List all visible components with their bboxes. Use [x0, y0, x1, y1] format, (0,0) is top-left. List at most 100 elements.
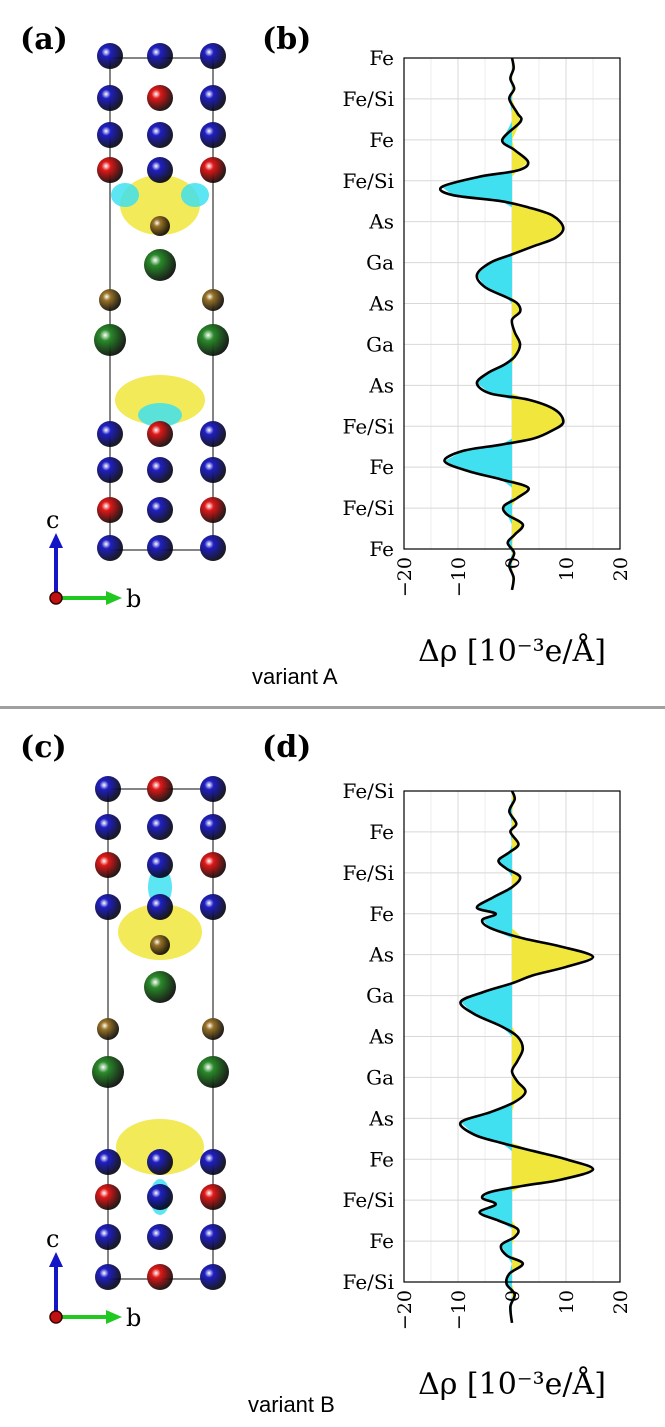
ga-atom — [92, 1056, 124, 1088]
y-tick-label: Fe/Si — [343, 169, 394, 193]
ga-atom — [197, 324, 229, 356]
fe-atom — [95, 776, 121, 802]
charge-blob-positive — [120, 175, 200, 235]
fe-atom — [200, 122, 226, 148]
fe-atom — [95, 1149, 121, 1175]
plot-frame — [403, 790, 621, 1283]
fe-atom — [147, 535, 173, 561]
plot-frame — [403, 57, 621, 550]
as-atom — [150, 935, 170, 955]
fe-atom — [200, 421, 226, 447]
fe-atom — [147, 497, 173, 523]
fe-atom — [95, 1224, 121, 1250]
charge-blob-negative — [181, 183, 209, 207]
si-atom — [97, 497, 123, 523]
variant-label-a: variant A — [252, 664, 338, 689]
negative-area — [441, 58, 512, 590]
y-tick-label: Fe — [369, 902, 394, 926]
as-atom — [202, 1018, 224, 1040]
y-tick-label: Ga — [366, 251, 394, 275]
charge-density-curve — [438, 57, 565, 591]
fe-atom — [200, 776, 226, 802]
x-tick-label: 0 — [502, 1290, 524, 1302]
x-tick-label: −20 — [394, 557, 416, 597]
fe-atom — [147, 157, 173, 183]
si-atom — [95, 1184, 121, 1210]
fe-atom — [200, 457, 226, 483]
crystal-structure-c: cb — [46, 776, 229, 1332]
fe-atom — [97, 457, 123, 483]
b-axis-arrowhead-top — [106, 591, 122, 605]
y-tick-label: Fe/Si — [343, 496, 394, 520]
crystal-structure-a: cb — [46, 43, 229, 613]
b-axis-label-top: b — [126, 585, 141, 613]
x-tick-label: 20 — [610, 557, 632, 581]
charge-blob-negative — [138, 403, 182, 427]
y-tick-label: As — [368, 1025, 394, 1049]
fe-atom — [147, 1224, 173, 1250]
y-tick-label: Fe — [369, 1147, 394, 1171]
fe-atom — [147, 1149, 173, 1175]
si-atom — [200, 1184, 226, 1210]
si-atom — [200, 157, 226, 183]
panel-label-a: (a) — [20, 22, 68, 57]
y-tick-label: Ga — [366, 1065, 394, 1089]
panel-label-d: (d) — [262, 730, 312, 765]
si-atom — [147, 1264, 173, 1290]
x-axis-title: Δρ [10⁻³e/Å] — [418, 1366, 606, 1402]
x-tick-label: −10 — [448, 557, 470, 597]
fe-atom — [200, 1264, 226, 1290]
y-tick-label: Fe — [369, 537, 394, 561]
c-axis-arrowhead-bot — [49, 1252, 63, 1267]
fe-atom — [147, 852, 173, 878]
a-axis-dot-top — [49, 591, 63, 605]
x-tick-label: 0 — [502, 557, 524, 569]
y-tick-label: Fe — [369, 455, 394, 479]
c-axis-arrowhead-top — [49, 533, 63, 548]
charge-density-curve — [458, 790, 595, 1324]
panel-label-b: (b) — [262, 22, 312, 57]
fe-atom — [147, 894, 173, 920]
b-axis-arrowhead-bot — [106, 1310, 122, 1324]
ga-atom — [197, 1056, 229, 1088]
charge-density-chart-b: FeFe/SiFeFe/SiAsGaAsGaAsFe/SiFeFe/SiFe−2… — [343, 46, 632, 669]
fe-atom — [97, 85, 123, 111]
panel-label-c: (c) — [20, 730, 67, 765]
si-atom — [95, 852, 121, 878]
variant-label-b: variant B — [248, 1392, 335, 1417]
ga-atom — [144, 971, 176, 1003]
charge-blob-negative — [111, 183, 139, 207]
charge-blob-positive — [115, 375, 205, 425]
y-tick-label: As — [368, 1106, 394, 1130]
charge-blob-positive — [118, 904, 202, 960]
fe-atom — [147, 122, 173, 148]
x-tick-label: 20 — [610, 1290, 632, 1314]
y-tick-label: Fe/Si — [343, 861, 394, 885]
c-axis-label-top: c — [46, 506, 59, 534]
y-tick-label: Fe — [369, 820, 394, 844]
a-axis-dot-bot — [49, 1310, 63, 1324]
y-tick-label: As — [368, 292, 394, 316]
fe-atom — [200, 535, 226, 561]
fe-atom — [200, 894, 226, 920]
y-tick-label: As — [368, 373, 394, 397]
fe-atom — [97, 43, 123, 69]
as-atom — [99, 289, 121, 311]
y-tick-label: Fe/Si — [343, 1188, 394, 1212]
si-atom — [200, 852, 226, 878]
x-tick-label: 10 — [556, 557, 578, 581]
si-atom — [97, 157, 123, 183]
x-tick-label: −20 — [394, 1290, 416, 1330]
ga-atom — [144, 249, 176, 281]
y-tick-label: Fe/Si — [343, 414, 394, 438]
y-tick-label: Fe/Si — [343, 1270, 394, 1294]
fe-atom — [200, 1224, 226, 1250]
fe-atom — [200, 85, 226, 111]
fe-atom — [95, 1264, 121, 1290]
positive-area — [512, 58, 564, 590]
charge-blob-positive — [116, 1119, 204, 1175]
y-tick-label: Ga — [366, 332, 394, 356]
x-axis-title: Δρ [10⁻³e/Å] — [418, 633, 606, 669]
fe-atom — [97, 122, 123, 148]
x-tick-label: −10 — [448, 1290, 470, 1330]
